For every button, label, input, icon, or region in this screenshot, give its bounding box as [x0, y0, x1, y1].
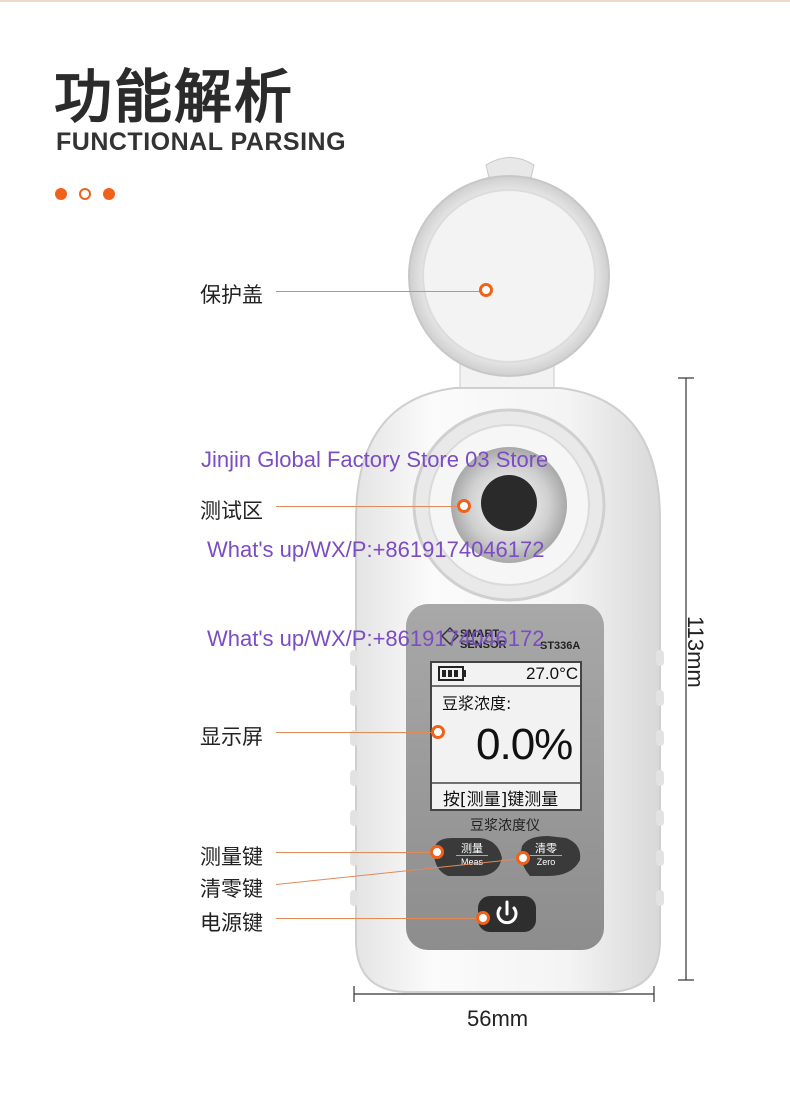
width-dimension — [353, 986, 655, 1002]
brand-name: SMART SENSOR — [460, 629, 506, 651]
reading-label: 豆浆浓度: — [442, 694, 512, 713]
lcd-hint: 按[测量]键测量 — [443, 790, 559, 810]
top-rule — [0, 0, 790, 2]
height-dimension-label: 113mm — [683, 616, 708, 688]
callout-zero-key-label: 清零键 — [200, 877, 263, 901]
battery-icon — [438, 666, 466, 681]
pagination-dots — [55, 188, 115, 200]
callout-display-marker — [431, 725, 445, 739]
brand-logo — [440, 626, 460, 646]
callout-power-key-label: 电源键 — [200, 911, 263, 935]
callout-meas-key-line — [276, 852, 432, 853]
contact-watermark-1: What's up/WX/P:+8619174046172 — [207, 537, 545, 562]
meas-button-cn: 测量 — [461, 842, 483, 855]
callout-cover-marker — [479, 283, 493, 297]
callout-display-label: 显示屏 — [200, 725, 263, 749]
callout-zero-key-marker — [516, 851, 530, 865]
zero-button-cn: 清零 — [535, 842, 557, 855]
product-name: 豆浆浓度仪 — [470, 818, 540, 834]
meas-button[interactable]: 测量 Meas — [456, 842, 488, 869]
zero-button[interactable]: 清零 Zero — [530, 842, 562, 869]
callout-test-area-line — [276, 506, 459, 507]
zero-button-en: Zero — [530, 855, 562, 869]
callout-meas-key-marker — [430, 845, 444, 859]
page-title: 功能解析 — [54, 63, 295, 131]
callout-test-area-marker — [457, 499, 471, 513]
callout-test-area-label: 测试区 — [200, 499, 263, 523]
callout-cover-line — [276, 291, 481, 292]
callout-cover-label: 保护盖 — [200, 283, 263, 307]
page-subtitle: FUNCTIONAL PARSING — [56, 128, 347, 156]
power-icon — [496, 900, 518, 925]
brand-line-1: SMART — [460, 628, 500, 640]
reading-value: 0.0% — [476, 720, 573, 769]
dot-1 — [55, 188, 67, 200]
callout-meas-key-label: 测量键 — [200, 845, 263, 869]
brand-line-2: SENSOR — [460, 639, 507, 651]
temperature-readout: 27.0°C — [526, 664, 579, 683]
dot-3 — [103, 188, 115, 200]
height-dimension — [678, 377, 694, 981]
width-dimension-label: 56mm — [467, 1006, 529, 1031]
prism-lens — [481, 475, 537, 531]
dot-2 — [79, 188, 91, 200]
callout-power-key-line — [276, 918, 478, 919]
store-watermark: Jinjin Global Factory Store 03 Store — [201, 447, 549, 472]
contact-watermark-2: What's up/WX/P:+8619174046172 — [207, 626, 545, 651]
zero-button-shape — [521, 836, 581, 876]
callout-display-line — [276, 732, 432, 733]
callout-power-key-marker — [476, 911, 490, 925]
meas-button-en: Meas — [456, 855, 488, 869]
model-number: ST336A — [540, 640, 581, 652]
